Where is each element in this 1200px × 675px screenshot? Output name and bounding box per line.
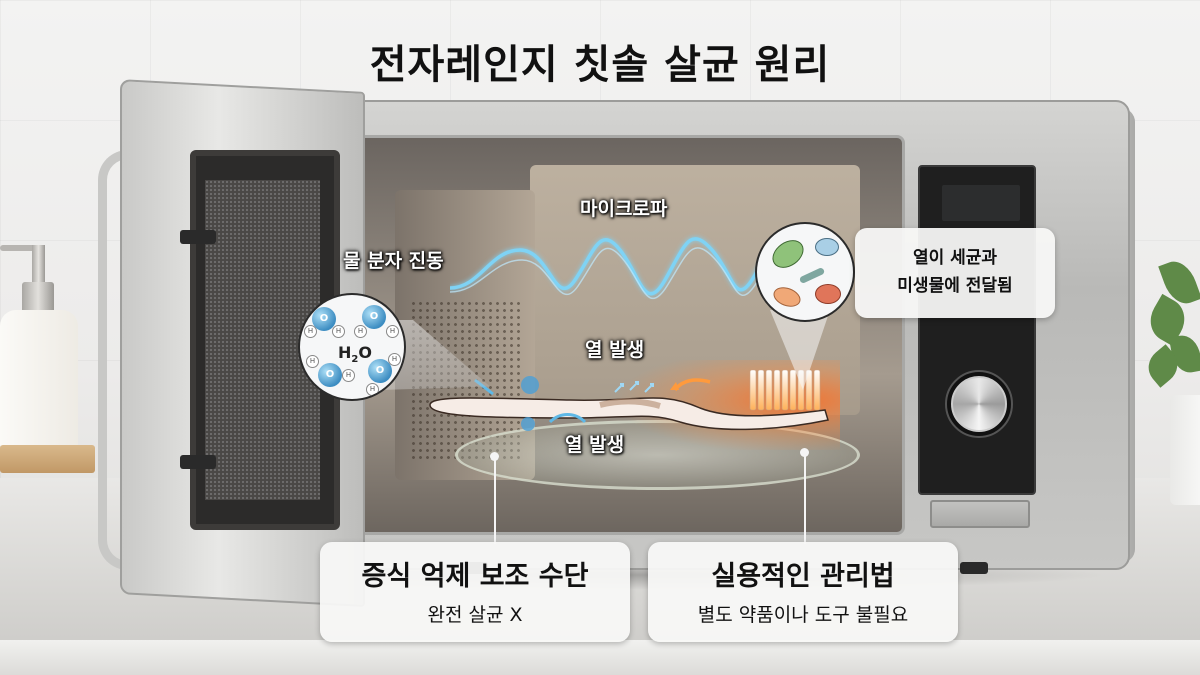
callout-subtext: 별도 약품이나 도구 불필요 xyxy=(697,604,909,626)
wooden-tray xyxy=(0,445,95,473)
callout-heading: 증식 억제 보조 수단 xyxy=(361,561,589,592)
digital-display xyxy=(942,185,1020,221)
callout-line: 미생물에 전달됨 xyxy=(897,276,1013,296)
bacteria-worm-icon xyxy=(798,266,826,285)
bacteria-orange-icon xyxy=(770,283,804,311)
microwave-wave-icon xyxy=(450,237,780,300)
pointer-dot xyxy=(800,448,809,457)
bacteria-red-icon xyxy=(815,284,841,304)
pointer-line xyxy=(494,458,496,544)
soap-dispenser xyxy=(0,310,78,450)
pointer-line xyxy=(804,454,806,544)
callout-line: 열이 세균과 xyxy=(912,248,998,268)
oxygen-atom: O xyxy=(362,305,386,329)
bacteria-zoom xyxy=(755,222,855,322)
door-latch xyxy=(180,455,216,469)
toothbrush-illustration xyxy=(429,360,840,450)
hydrogen-atom: H xyxy=(332,325,345,338)
practical-method-callout: 실용적인 관리법 별도 약품이나 도구 불필요 xyxy=(648,542,958,642)
soap-dispenser-stem xyxy=(32,245,45,285)
water-vibration-label: 물 분자 진동 xyxy=(343,250,444,272)
callout-subtext: 완전 살균 X xyxy=(427,604,523,626)
soap-dispenser-nozzle xyxy=(0,245,40,251)
door-latch xyxy=(180,230,216,244)
h2o-formula: H2O xyxy=(338,343,372,366)
hydrogen-atom: H xyxy=(342,369,355,382)
oxygen-atom: O xyxy=(318,363,342,387)
oxygen-atom: O xyxy=(368,359,392,383)
page-title: 전자레인지 칫솔 살균 원리 xyxy=(369,42,831,88)
hydrogen-atom: H xyxy=(304,325,317,338)
heat-generation-label-bottom: 열 발생 xyxy=(565,434,625,456)
heat-transfer-callout: 열이 세균과 미생물에 전달됨 xyxy=(855,228,1055,318)
door-release-button[interactable] xyxy=(930,500,1030,528)
growth-suppression-callout: 증식 억제 보조 수단 완전 살균 X xyxy=(320,542,630,642)
plant-pot xyxy=(1170,395,1200,505)
hydrogen-atom: H xyxy=(388,353,401,366)
counter-edge xyxy=(0,640,1200,675)
pointer-dot xyxy=(490,452,499,461)
microwave-foot xyxy=(960,562,988,574)
timer-dial-knob[interactable] xyxy=(951,376,1007,432)
bacteria-green-icon xyxy=(767,234,809,274)
hydrogen-atom: H xyxy=(366,383,379,396)
door-handle[interactable] xyxy=(98,150,128,570)
soap-dispenser-pump xyxy=(22,282,54,314)
hydrogen-atom: H xyxy=(306,355,319,368)
bacteria-blue-icon xyxy=(815,238,839,256)
oxygen-atom: O xyxy=(312,307,336,331)
callout-heading: 실용적인 관리법 xyxy=(711,561,895,592)
water-molecule-zoom: O H H O H H H2O O H H O H H xyxy=(298,293,406,401)
heat-generation-label-top: 열 발생 xyxy=(585,339,645,361)
microwave-label: 마이크로파 xyxy=(580,198,668,220)
hydrogen-atom: H xyxy=(386,325,399,338)
hydrogen-atom: H xyxy=(354,325,367,338)
